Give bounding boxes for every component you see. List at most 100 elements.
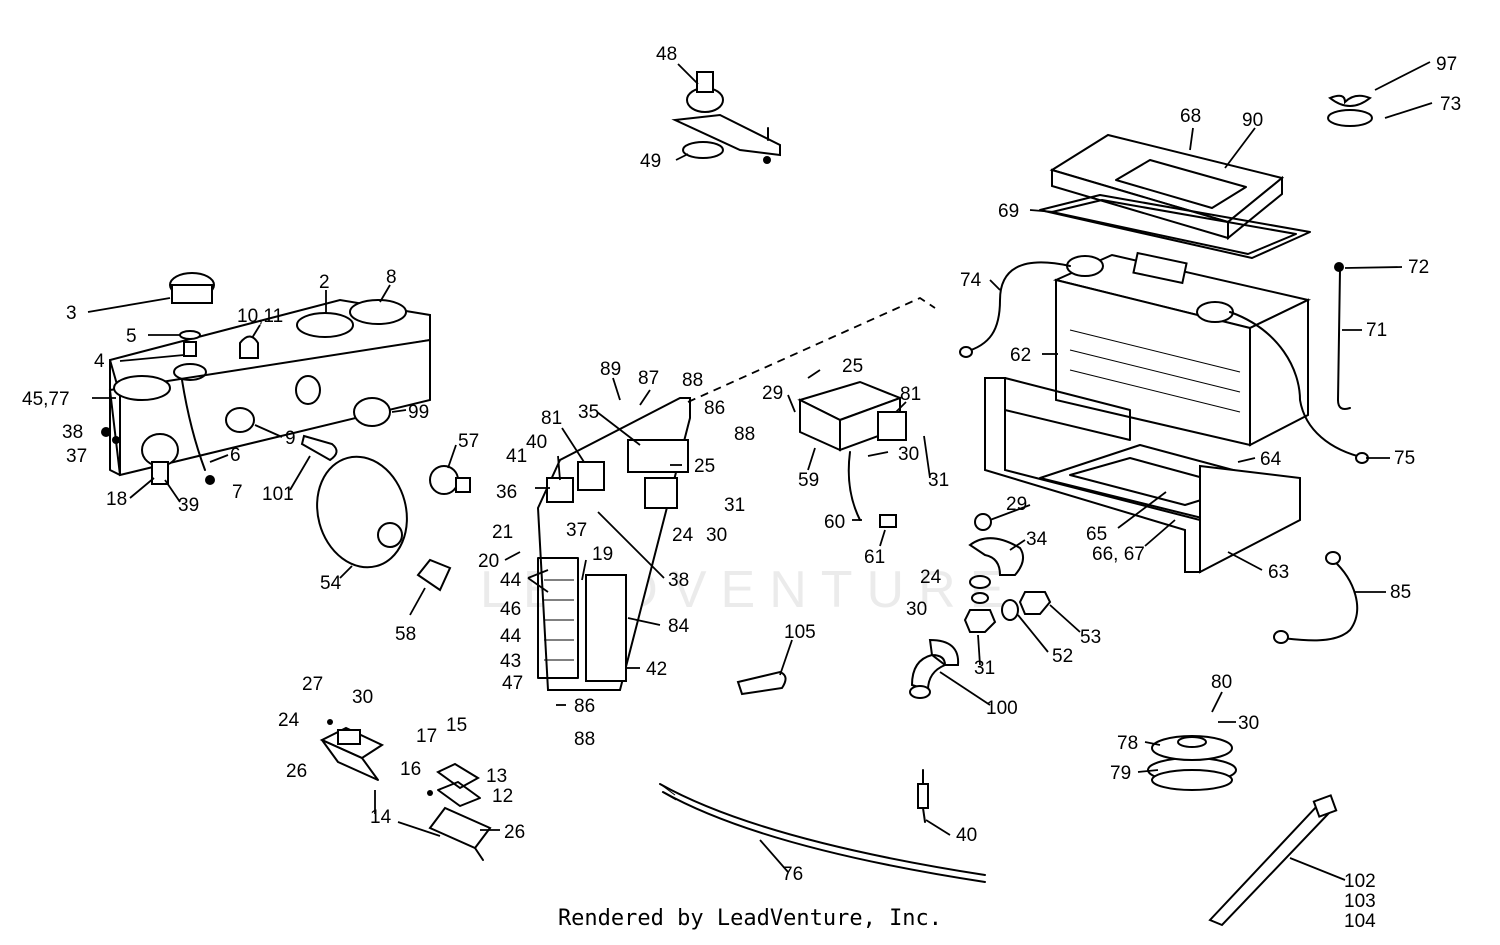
callout-75: 75 <box>1394 448 1415 469</box>
callout-78: 78 <box>1117 733 1138 754</box>
callout-85: 85 <box>1390 582 1411 603</box>
callout-30-b: 30 <box>898 444 919 465</box>
callout-81-a: 81 <box>541 408 562 429</box>
callout-25-b: 25 <box>842 356 863 377</box>
callout-81-b: 81 <box>900 384 921 405</box>
callout-90: 90 <box>1242 110 1263 131</box>
callout-30-c: 30 <box>906 599 927 620</box>
callout-29-b: 29 <box>1006 494 1027 515</box>
callout-88-b: 88 <box>734 424 755 445</box>
callout-15: 15 <box>446 715 467 736</box>
callout-31-a: 31 <box>724 495 745 516</box>
callout-42: 42 <box>646 659 667 680</box>
callout-41: 41 <box>506 446 527 467</box>
callout-16: 16 <box>400 759 421 780</box>
callout-97: 97 <box>1436 54 1457 75</box>
callout-63: 63 <box>1268 562 1289 583</box>
callout-48: 48 <box>656 44 677 65</box>
callout-68: 68 <box>1180 106 1201 127</box>
callout-38-left: 38 <box>62 422 83 443</box>
callout-30-a: 30 <box>706 525 727 546</box>
callout-66-67: 66, 67 <box>1092 544 1145 565</box>
callout-24-a: 24 <box>672 525 694 546</box>
callout-7: 7 <box>232 482 243 503</box>
callout-49: 49 <box>640 151 661 172</box>
callout-40-a: 40 <box>526 432 547 453</box>
callout-61: 61 <box>864 547 885 568</box>
callout-74: 74 <box>960 270 982 291</box>
callout-27: 27 <box>302 674 323 695</box>
callout-25-a: 25 <box>694 456 715 477</box>
callout-46: 46 <box>500 599 521 620</box>
callout-87: 87 <box>638 368 659 389</box>
callout-12: 12 <box>492 786 513 807</box>
callout-86-b: 86 <box>574 696 595 717</box>
callout-89: 89 <box>600 359 621 380</box>
ignition-switch-48 <box>671 71 781 164</box>
callout-21: 21 <box>492 522 513 543</box>
callout-52: 52 <box>1052 646 1073 667</box>
callout-84: 84 <box>668 616 690 637</box>
callout-44-b: 44 <box>500 626 522 647</box>
callout-73: 73 <box>1440 94 1461 115</box>
callout-30-d: 30 <box>352 687 373 708</box>
battery-cover <box>1039 133 1311 259</box>
callout-72: 72 <box>1408 257 1429 278</box>
callout-105: 105 <box>784 622 816 643</box>
callout-24-b: 24 <box>920 567 942 588</box>
callout-53: 53 <box>1080 627 1101 648</box>
callout-24-c: 24 <box>278 710 300 731</box>
callout-26-a: 26 <box>286 761 307 782</box>
callout-86-a: 86 <box>704 398 725 419</box>
callout-10-11: 10,11 <box>237 306 283 327</box>
callout-80: 80 <box>1211 672 1232 693</box>
dash-panel <box>101 272 431 485</box>
callout-29-a: 29 <box>762 383 783 404</box>
callout-79: 79 <box>1110 763 1131 784</box>
callout-102: 102 <box>1344 871 1376 892</box>
callout-57: 57 <box>458 431 479 452</box>
callout-30-e: 30 <box>1238 713 1259 734</box>
callout-36: 36 <box>496 482 517 503</box>
callout-2: 2 <box>319 272 330 293</box>
callout-37-left: 37 <box>66 446 87 467</box>
callout-8: 8 <box>386 267 397 288</box>
callout-44-a: 44 <box>500 570 522 591</box>
callout-60: 60 <box>824 512 845 533</box>
callout-40-b: 40 <box>956 825 977 846</box>
callout-47: 47 <box>502 673 523 694</box>
callout-101: 101 <box>262 484 294 505</box>
callout-37-b: 37 <box>566 520 587 541</box>
callout-69: 69 <box>998 201 1019 222</box>
callout-65: 65 <box>1086 524 1107 545</box>
callout-43: 43 <box>500 651 521 672</box>
callout-39: 39 <box>178 495 199 516</box>
callout-18: 18 <box>106 489 127 510</box>
callout-62: 62 <box>1010 345 1031 366</box>
callout-88-a: 88 <box>682 370 703 391</box>
callout-5: 5 <box>126 326 137 347</box>
rendered-by-footer: Rendered by LeadVenture, Inc. <box>557 906 943 931</box>
callout-31-c: 31 <box>974 658 995 679</box>
callout-14: 14 <box>370 807 392 828</box>
callout-100: 100 <box>986 698 1018 719</box>
callout-13: 13 <box>486 766 507 787</box>
callout-76: 76 <box>782 864 803 885</box>
callout-35: 35 <box>578 402 599 423</box>
relay-panel <box>536 397 691 691</box>
battery-tray <box>984 377 1301 574</box>
leader-lines <box>87 61 1433 881</box>
callout-88-c: 88 <box>574 729 595 750</box>
callout-4: 4 <box>94 351 105 372</box>
callout-64: 64 <box>1260 449 1282 470</box>
callout-59: 59 <box>798 470 819 491</box>
callout-54: 54 <box>320 573 342 594</box>
callout-38-b: 38 <box>668 570 689 591</box>
callout-17: 17 <box>416 726 437 747</box>
callout-3: 3 <box>66 303 77 324</box>
callout-19: 19 <box>592 544 613 565</box>
callout-58: 58 <box>395 624 416 645</box>
callout-31-b: 31 <box>928 470 949 491</box>
callout-103: 103 <box>1344 891 1376 912</box>
